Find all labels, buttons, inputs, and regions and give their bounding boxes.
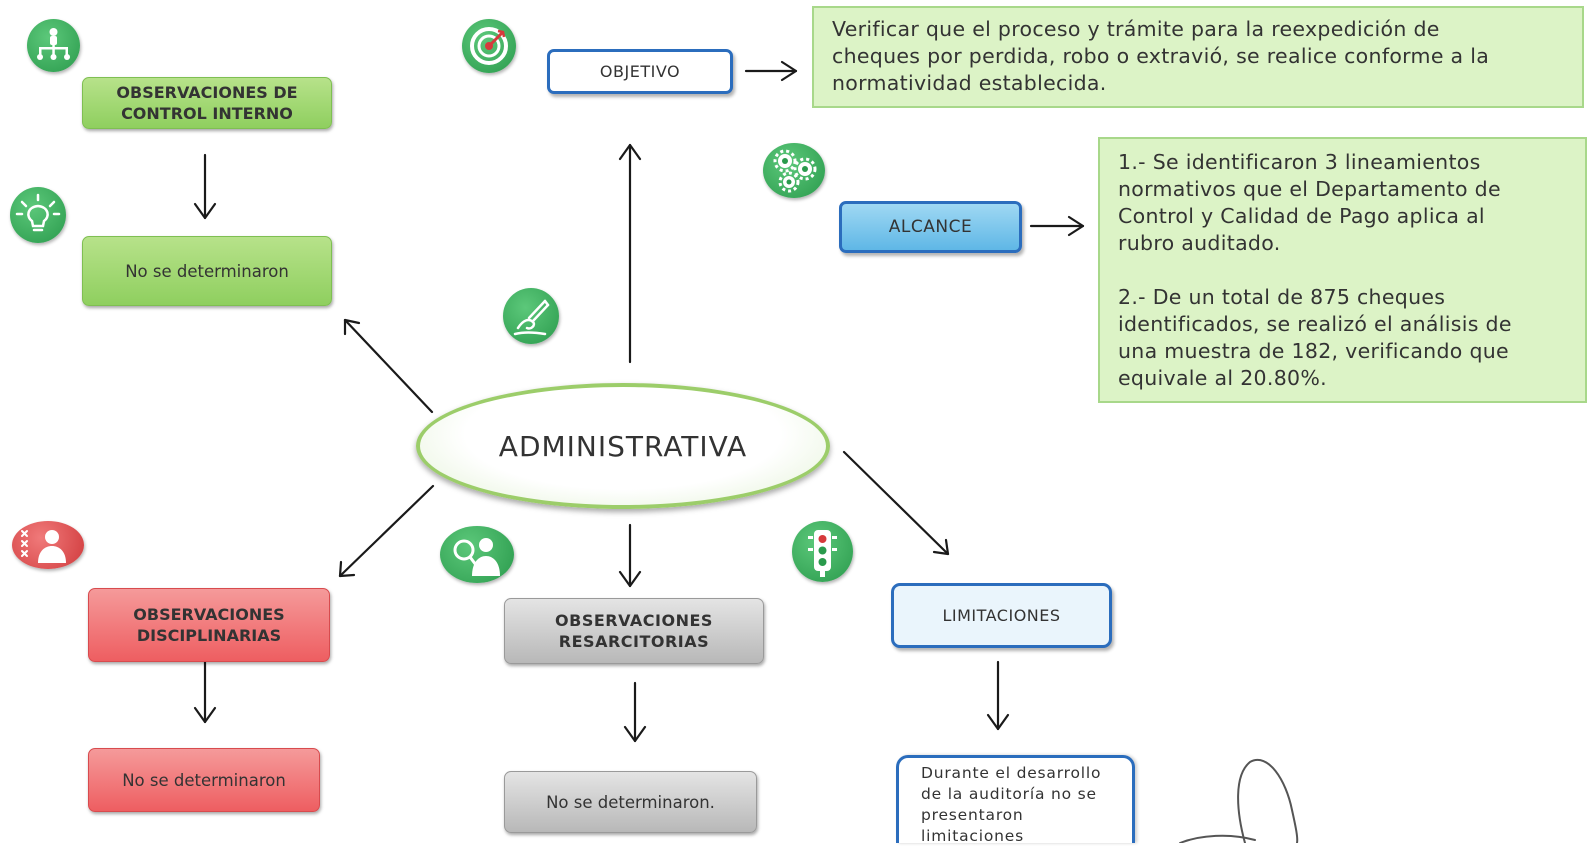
- arrow-control-interno-down: [193, 153, 217, 220]
- gears-icon: [763, 143, 825, 198]
- alcance-item-2-text: De un total de 875 cheques identificados…: [1118, 285, 1512, 390]
- alcance-item-2-number: 2.-: [1118, 285, 1146, 309]
- control-interno-box: OBSERVACIONES DE CONTROL INTERNO: [82, 77, 332, 129]
- arrow-disciplinarias-down: [193, 660, 217, 724]
- alcance-item-1: 1.- Se identificaron 3 lineamientos norm…: [1118, 149, 1569, 257]
- alcance-box: ALCANCE: [839, 201, 1022, 253]
- objetivo-panel: Verificar que el proceso y trámite para …: [812, 6, 1584, 108]
- disciplinarias-result: No se determinaron: [122, 770, 286, 790]
- arrow-central-to-limitaciones: [842, 450, 950, 556]
- magnifier-person-icon: [440, 526, 514, 583]
- arrow-alcance-to-panel: [1029, 215, 1085, 237]
- central-node-label: ADMINISTRATIVA: [498, 429, 748, 463]
- lightbulb-icon: [10, 187, 66, 243]
- limitaciones-result: Durante el desarrollo de la auditoría no…: [921, 764, 1102, 845]
- central-node-administrativa: ADMINISTRATIVA: [416, 383, 830, 509]
- arrow-central-to-control-interno: [343, 318, 434, 414]
- org-chart-icon: [27, 19, 80, 72]
- limitaciones-box: LIMITACIONES: [891, 583, 1112, 648]
- arrow-resarcitorias-down: [623, 681, 647, 743]
- alcance-item-1-number: 1.-: [1118, 150, 1146, 174]
- arrow-central-to-resarcitorias: [618, 523, 642, 588]
- control-interno-result: No se determinaron: [125, 261, 289, 281]
- resarcitorias-box: OBSERVACIONES RESARCITORIAS: [504, 598, 764, 664]
- person-with-crosses-icon: [12, 521, 84, 569]
- target-icon: [462, 19, 516, 73]
- control-interno-label: OBSERVACIONES DE CONTROL INTERNO: [116, 83, 298, 123]
- objetivo-text: Verificar que el proceso y trámite para …: [832, 17, 1490, 95]
- disciplinarias-label: OBSERVACIONES DISCIPLINARIAS: [133, 605, 285, 645]
- alcance-item-2: 2.- De un total de 875 cheques identific…: [1118, 284, 1569, 392]
- arrow-central-to-objetivo: [618, 143, 642, 364]
- alcance-label: ALCANCE: [888, 217, 973, 237]
- limitaciones-result-box: Durante el desarrollo de la auditoría no…: [896, 755, 1135, 845]
- traffic-light-icon: [792, 521, 853, 582]
- handwritten-mark: [1179, 759, 1299, 843]
- pen-writing-icon: [503, 288, 559, 344]
- arrow-objetivo-to-panel: [744, 60, 798, 82]
- limitaciones-label: LIMITACIONES: [942, 606, 1061, 625]
- alcance-item-1-text: Se identificaron 3 lineamientos normativ…: [1118, 150, 1501, 255]
- resarcitorias-label: OBSERVACIONES RESARCITORIAS: [555, 611, 713, 651]
- disciplinarias-box: OBSERVACIONES DISCIPLINARIAS: [88, 588, 330, 662]
- resarcitorias-result-box: No se determinaron.: [504, 771, 757, 833]
- disciplinarias-result-box: No se determinaron: [88, 748, 320, 812]
- resarcitorias-result: No se determinaron.: [546, 792, 715, 812]
- arrow-central-to-disciplinarias: [338, 484, 435, 578]
- objetivo-box: OBJETIVO: [547, 49, 733, 94]
- control-interno-result-box: No se determinaron: [82, 236, 332, 306]
- arrow-limitaciones-down: [986, 660, 1010, 731]
- alcance-panel: 1.- Se identificaron 3 lineamientos norm…: [1098, 137, 1587, 403]
- objetivo-label: OBJETIVO: [599, 62, 681, 81]
